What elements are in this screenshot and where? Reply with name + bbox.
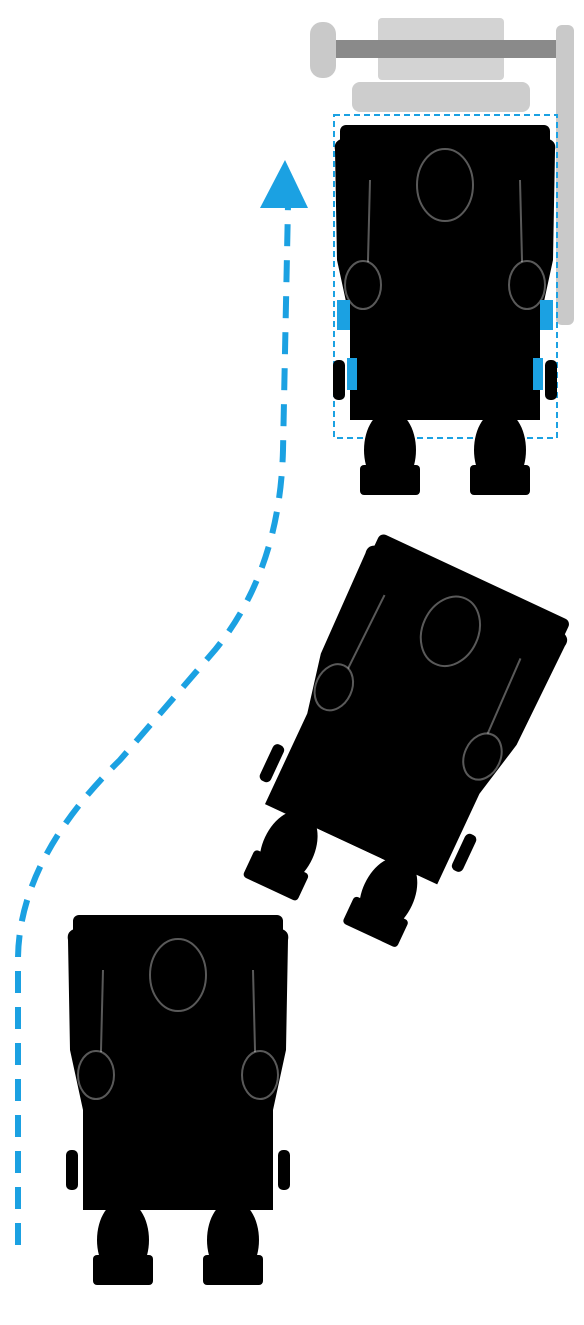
- brake-right-lower: [533, 358, 543, 390]
- machine-handle-left: [310, 22, 336, 78]
- brake-right-upper: [540, 300, 553, 330]
- wheelchair-user-turning: .m .c-main{fill:#bdbdbd} .m .c-light{fil…: [218, 530, 577, 960]
- wheelchair-user-start: .s .c-main{fill:#e0e0e0} .s .c-light{fil…: [66, 915, 290, 1285]
- brake-left-lower: [347, 358, 357, 390]
- machine-seat-back: [352, 82, 530, 112]
- path-arrow-head-icon: [260, 160, 308, 208]
- wheelchair-user-final: .f .c-main{fill:#7d7d7d} .f .c-light{fil…: [333, 125, 557, 495]
- brake-left-upper: [337, 300, 350, 330]
- machine-rail: [556, 25, 574, 325]
- machine-bar: [330, 40, 560, 58]
